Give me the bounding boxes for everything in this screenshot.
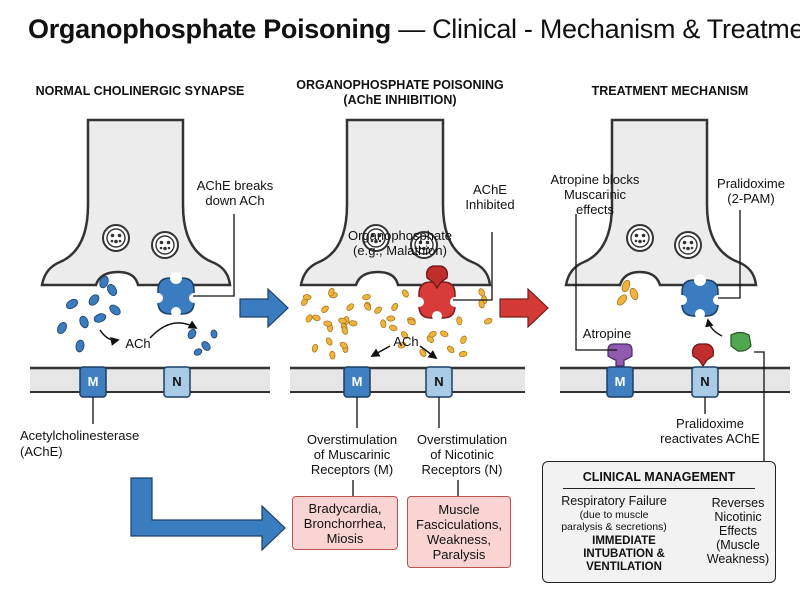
ach-molecule xyxy=(428,331,437,338)
label-intubation: IMMEDIATE INTUBATION & VENTILATION xyxy=(583,535,665,573)
treatment-panel xyxy=(560,118,790,461)
label-muscarinic-overstim: Overstimulation of Muscarinic Receptors … xyxy=(306,432,398,477)
inhibited-ache-icon xyxy=(414,281,460,321)
receptor-n-label: N xyxy=(172,374,182,389)
ach-molecule xyxy=(400,331,409,339)
receptor-m-label: M xyxy=(614,374,626,389)
label-respiratory-failure: Respiratory Failure xyxy=(561,494,667,508)
receptor-n-icon xyxy=(163,366,191,398)
label-ache-inhibited: AChE Inhibited xyxy=(465,182,515,212)
pralidoxime-icon xyxy=(730,331,752,352)
ach-molecule xyxy=(305,314,313,323)
poisoning-panel xyxy=(290,118,525,496)
title-rest: — Clinical - Mechanism & Treatment xyxy=(391,14,800,44)
vesicle-icon xyxy=(151,231,179,259)
normal-panel xyxy=(30,118,270,424)
label-pralidoxime-reactivates: Pralidoxime reactivates AChE xyxy=(660,416,760,446)
label-nicotinic-overstim: Overstimulation of Nicotinic Receptors (… xyxy=(416,432,508,477)
nicotinic-effects-box: Muscle Fasciculations, Weakness, Paralys… xyxy=(407,496,511,568)
heading-treatment: TREATMENT MECHANISM xyxy=(591,84,749,98)
receptor-m-icon xyxy=(606,366,634,398)
vesicle-icon xyxy=(102,224,130,252)
ach-molecule xyxy=(328,287,335,297)
label-reverses-nicotinic: Reverses Nicotinic Effects (Muscle Weakn… xyxy=(706,496,770,566)
ach-molecule xyxy=(311,343,318,353)
vesicle-icon xyxy=(674,231,702,259)
presynaptic-terminal xyxy=(299,118,492,287)
receptor-m-label: M xyxy=(351,374,363,389)
label-respiratory-cause: (due to muscle paralysis & secretions) xyxy=(561,509,667,533)
ach-molecule xyxy=(364,302,372,311)
ach-molecule xyxy=(456,316,463,326)
ach-molecule xyxy=(391,302,399,312)
muscarinic-effects-box: Bradycardia, Bronchorrhea, Miosis xyxy=(292,496,398,550)
postsynaptic-membrane xyxy=(290,368,525,392)
label-atropine: Atropine xyxy=(582,326,632,341)
divider xyxy=(563,488,755,489)
label-ache-breaks: AChE breaks down ACh xyxy=(196,178,274,208)
ach-molecule xyxy=(374,306,382,314)
ach-molecule xyxy=(401,289,409,298)
ach-molecule xyxy=(346,303,354,311)
receptor-n-label: N xyxy=(434,374,444,389)
receptor-m-label: M xyxy=(87,374,99,389)
ach-molecule xyxy=(339,341,348,349)
vesicle-icon xyxy=(626,224,654,252)
title-bold: Organophosphate Poisoning xyxy=(28,14,391,44)
presynaptic-terminal xyxy=(40,118,232,287)
ach-molecule xyxy=(348,320,358,327)
ache-enzyme-icon xyxy=(153,272,199,317)
red-arrow-right xyxy=(499,287,549,329)
ach-molecule xyxy=(329,350,336,360)
receptor-n-label: N xyxy=(700,374,710,389)
ach-molecule xyxy=(398,341,407,349)
presynaptic-terminal xyxy=(564,118,758,287)
ach-molecule xyxy=(386,315,396,322)
ach-molecules xyxy=(616,279,639,306)
organophosphate-icon xyxy=(692,343,714,368)
organophosphate-icon xyxy=(426,265,448,290)
heading-poisoning: ORGANOPHOSPHATE POISONING (AChE INHIBITI… xyxy=(296,78,504,107)
ach-molecule xyxy=(478,288,485,297)
page-title: Organophosphate Poisoning — Clinical - M… xyxy=(28,14,800,45)
ach-molecule xyxy=(362,294,371,301)
clinical-management-title: CLINICAL MANAGEMENT xyxy=(582,470,736,484)
ach-molecule xyxy=(338,317,347,324)
reactivated-ache-icon xyxy=(677,274,723,319)
ach-molecule xyxy=(440,330,449,338)
label-ach: ACh xyxy=(393,334,419,349)
ach-molecule xyxy=(419,349,427,358)
blue-elbow-arrow xyxy=(130,477,286,552)
postsynaptic-membrane xyxy=(30,368,270,392)
ach-molecule xyxy=(460,335,467,344)
ach-molecule xyxy=(323,320,333,327)
postsynaptic-membrane xyxy=(560,368,790,392)
ach-molecule xyxy=(458,350,468,358)
ach-molecules-excess xyxy=(301,287,493,360)
ach-molecule xyxy=(484,317,493,325)
blue-arrow-right xyxy=(239,287,289,329)
ach-molecule xyxy=(302,294,312,301)
label-acetylcholinesterase: Acetylcholinesterase (AChE) xyxy=(20,428,140,459)
ach-molecule xyxy=(321,305,329,313)
ach-molecule xyxy=(312,314,321,321)
atropine-icon xyxy=(607,343,633,367)
heading-normal: NORMAL CHOLINERGIC SYNAPSE xyxy=(35,84,245,98)
ach-molecules xyxy=(57,275,218,356)
ach-molecule xyxy=(325,337,333,346)
label-pralidoxime: Pralidoxime (2-PAM) xyxy=(717,176,785,206)
label-organophosphate: Organophosphate (e.g., Malathion) xyxy=(347,228,453,258)
ach-molecule xyxy=(447,345,455,354)
ach-molecule xyxy=(341,326,348,335)
ach-molecule xyxy=(380,319,387,328)
label-atropine-blocks: Atropine blocks Muscarinic effects xyxy=(550,172,640,217)
clinical-management-box: CLINICAL MANAGEMENT Respiratory Failure … xyxy=(542,461,776,583)
ach-molecule xyxy=(388,324,398,332)
label-ach: ACh xyxy=(125,336,151,351)
ach-molecule xyxy=(407,318,416,326)
